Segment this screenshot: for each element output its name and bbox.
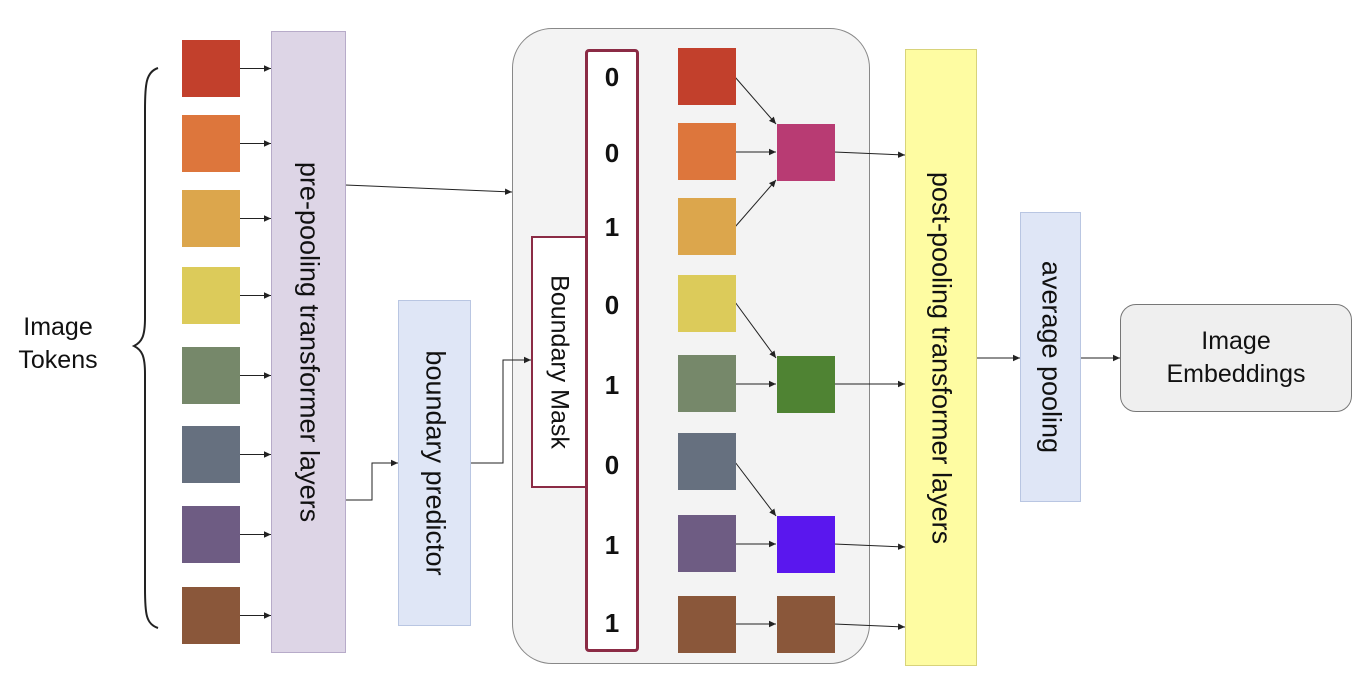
arrow-pre-to-container — [344, 184, 513, 195]
post-pooling-transformer-block: post-pooling transformer layers — [905, 49, 977, 666]
container-token — [678, 433, 736, 490]
container-token — [678, 198, 736, 255]
pooled-token — [777, 516, 835, 573]
input-token — [182, 347, 240, 404]
container-token — [678, 275, 736, 332]
input-token — [182, 587, 240, 644]
container-token — [678, 355, 736, 412]
container-token — [678, 596, 736, 653]
pre-pooling-transformer-block: pre-pooling transformer layers — [271, 31, 346, 653]
input-token — [182, 506, 240, 563]
mask-bit: 1 — [604, 370, 620, 400]
boundary-mask-label: Boundary Mask — [545, 275, 574, 449]
mask-bit: 0 — [604, 138, 620, 168]
boundary-mask-label-box: Boundary Mask — [531, 236, 587, 488]
arrow-pre-to-predictor — [345, 459, 398, 501]
post-pooling-label: post-pooling transformer layers — [926, 171, 957, 544]
output-label-line-2: Embeddings — [1166, 360, 1306, 388]
input-token — [182, 190, 240, 247]
pooled-token — [777, 356, 835, 413]
average-pooling-label: average pooling — [1036, 260, 1066, 454]
input-token — [182, 267, 240, 324]
boundary-predictor-block: boundary predictor — [398, 300, 471, 626]
input-brace — [131, 67, 159, 629]
container-token — [678, 123, 736, 180]
input-token — [182, 115, 240, 172]
mask-bit: 1 — [604, 530, 620, 560]
image-tokens-label: Image Tokens — [18, 313, 98, 374]
input-token — [182, 426, 240, 483]
mask-bit: 1 — [604, 608, 620, 638]
input-token — [182, 40, 240, 97]
arrow-predictor-to-mask — [471, 356, 531, 464]
pre-pooling-label: pre-pooling transformer layers — [294, 161, 324, 523]
mask-bit: 1 — [604, 212, 620, 242]
pooled-token — [777, 596, 835, 653]
mask-bit: 0 — [604, 450, 620, 480]
mask-bit: 0 — [604, 62, 620, 92]
container-token — [678, 515, 736, 572]
output-label-line-1: Image — [1201, 327, 1271, 355]
boundary-predictor-label: boundary predictor — [420, 350, 450, 576]
container-token — [678, 48, 736, 105]
pooled-token — [777, 124, 835, 181]
mask-bit: 0 — [604, 290, 620, 320]
average-pooling-block: average pooling — [1020, 212, 1081, 502]
image-embeddings-box: Image Embeddings — [1120, 304, 1352, 412]
